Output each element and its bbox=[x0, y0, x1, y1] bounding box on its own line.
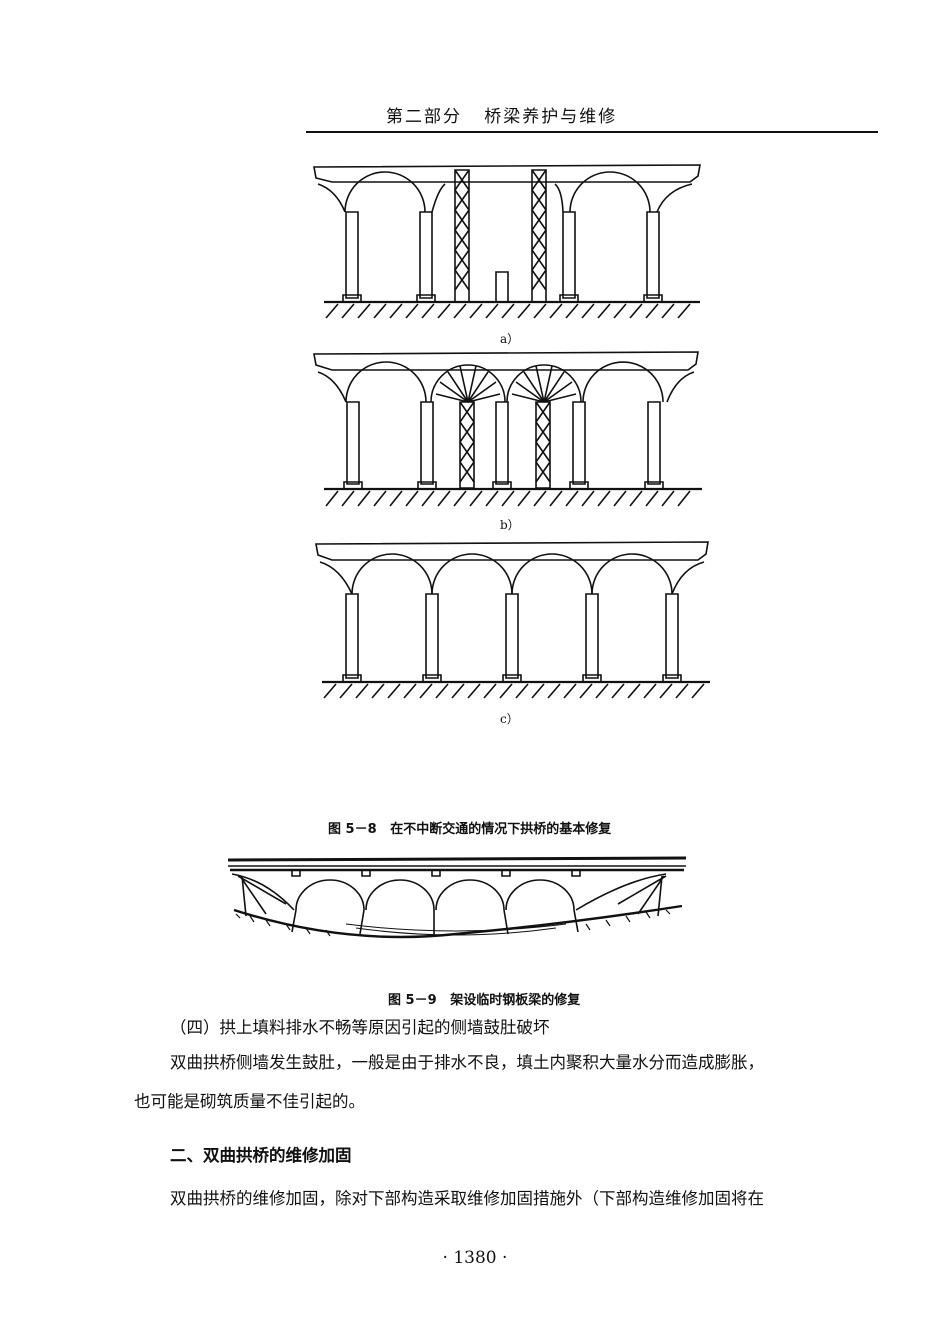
figure-5-9-caption: 图 5－9 架设临时钢板梁的修复 bbox=[388, 993, 581, 1008]
header-rule bbox=[306, 131, 878, 133]
figure-5-8c-drawing bbox=[312, 538, 716, 706]
figure-5-8b-drawing bbox=[310, 346, 710, 514]
paragraph-line-2: 也可能是砌筑质量不佳引起的。 bbox=[134, 1092, 365, 1111]
running-header: 第二部分 桥梁养护与维修 bbox=[386, 107, 618, 127]
page-number: · 1380 · bbox=[442, 1248, 508, 1268]
section-heading: 二、双曲拱桥的维修加固 bbox=[170, 1146, 352, 1165]
subfigure-label-a: a） bbox=[500, 332, 520, 346]
subfigure-label-b: b） bbox=[500, 518, 520, 532]
figure-5-8a-drawing bbox=[310, 160, 705, 330]
paragraph-line-3: 双曲拱桥的维修加固，除对下部构造采取维修加固措施外（下部构造维修加固将在 bbox=[170, 1189, 764, 1208]
figure-5-9-drawing bbox=[226, 854, 688, 946]
figure-5-8-caption: 图 5－8 在不中断交通的情况下拱桥的基本修复 bbox=[328, 822, 612, 837]
subfigure-label-c: c） bbox=[500, 712, 519, 726]
paragraph-line-1: 双曲拱桥侧墙发生鼓肚，一般是由于排水不良，填土内聚积大量水分而造成膨胀， bbox=[170, 1053, 764, 1072]
subsection-four-title: （四）拱上填料排水不畅等原因引起的侧墙鼓肚破坏 bbox=[170, 1018, 550, 1037]
